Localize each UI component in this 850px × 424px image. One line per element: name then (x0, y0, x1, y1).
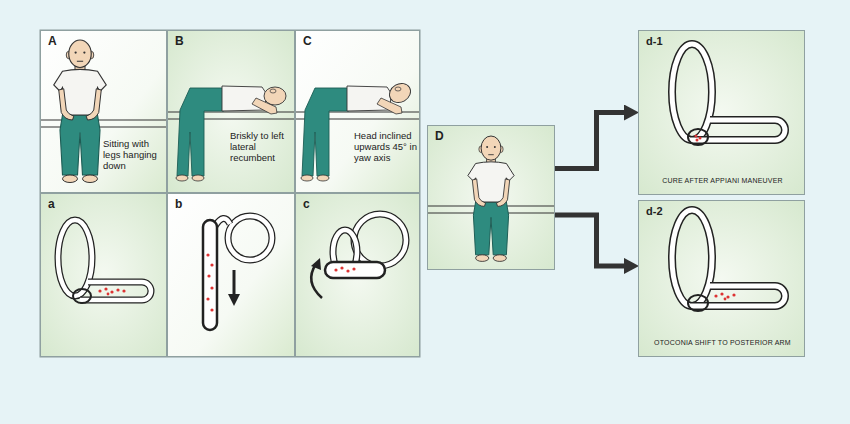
direction-arrow (233, 270, 236, 296)
panel-fill (167, 193, 295, 357)
panel-caption: Briskly to left lateral recumbent (230, 131, 292, 164)
panel-letter: C (303, 35, 312, 49)
otoconia (695, 135, 698, 138)
canal-outline (354, 214, 406, 266)
panel-fill (167, 30, 295, 193)
otoconia (207, 274, 210, 277)
canal-outline (228, 216, 272, 260)
panel-box: C Head inclined upwards 45° in yaw axis (295, 30, 420, 193)
flow-arrow (555, 113, 628, 169)
sitting-person (54, 40, 107, 183)
panel-box: d-1CURE AFTER APPIANI MANEUVER (638, 30, 805, 195)
otoconia (122, 289, 125, 292)
panel-box: A Sitting with legs hanging down (40, 30, 167, 193)
otoconia (696, 139, 699, 142)
otoconia (732, 293, 735, 296)
otoconia (726, 295, 729, 298)
panel-letter: d-2 (646, 205, 663, 218)
otoconia (346, 269, 349, 272)
otoconia (724, 298, 727, 301)
canal-arm (203, 220, 217, 330)
ampulla (688, 129, 708, 145)
canal-outline (672, 210, 712, 306)
panel-fill (295, 193, 420, 357)
bench (40, 120, 167, 127)
panel-fill (295, 30, 420, 193)
panel-letter: D (435, 130, 444, 144)
panel-letter: A (48, 35, 57, 49)
canal-outline (58, 220, 92, 296)
panel-box: c (295, 193, 420, 357)
canal-lumen (58, 220, 92, 296)
canal-lumen (354, 214, 406, 266)
otoconia (210, 308, 213, 311)
panel-fill (638, 30, 805, 195)
otoconia (720, 292, 723, 295)
ampulla (73, 289, 91, 303)
otoconia (104, 287, 107, 290)
otoconia (699, 137, 702, 140)
arrowhead (311, 258, 321, 270)
panel-box: d-2OTOCONIA SHIFT TO POSTERIOR ARM (638, 200, 805, 357)
otoconia (340, 266, 343, 269)
ear (270, 89, 276, 93)
otoconia (110, 290, 113, 293)
canal-arm (325, 262, 385, 278)
otoconia (98, 287, 125, 295)
panel-box: B Briskly to left lateral recumbent (167, 30, 295, 193)
flow-arrow (555, 215, 628, 266)
otoconia (210, 263, 213, 266)
otoconia (334, 266, 355, 272)
otoconia (116, 288, 119, 291)
otoconia (107, 293, 110, 296)
panel-letter: c (303, 198, 310, 212)
otoconia (352, 267, 355, 270)
panel-frame (40, 30, 420, 357)
panel-box: b (167, 193, 295, 357)
panel-caption: Head inclined upwards 45° in yaw axis (354, 131, 418, 164)
panel-box: D (427, 125, 555, 270)
otoconia (334, 268, 337, 271)
panel-caption: OTOCONIA SHIFT TO POSTERIOR ARM (643, 339, 802, 347)
otoconia (206, 297, 209, 300)
panel-fill (427, 125, 555, 270)
head (386, 80, 414, 107)
panel-letter: B (175, 35, 184, 49)
otoconia (714, 292, 735, 300)
panel-caption: CURE AFTER APPIANI MANEUVER (643, 177, 802, 185)
otoconia (98, 289, 101, 292)
otoconia (714, 294, 717, 297)
panel-caption: Sitting with legs hanging down (103, 139, 165, 172)
panel-fill (40, 30, 167, 193)
panel-letter: a (48, 198, 55, 212)
otoconia (210, 286, 213, 289)
canal-lumen (672, 44, 712, 140)
otoconia (206, 253, 209, 256)
arrowhead (228, 294, 240, 306)
canal-outline (672, 44, 712, 140)
canal-lumen (672, 210, 712, 306)
panel-fill (40, 193, 167, 357)
otoconia (695, 135, 702, 142)
sitting-person (468, 136, 514, 261)
ear (395, 87, 401, 91)
canal-lumen (228, 216, 272, 260)
otoconia (206, 253, 213, 311)
panel-letter: d-1 (646, 35, 663, 48)
panel-box: a (40, 193, 167, 357)
panel-fill (638, 200, 805, 357)
head (264, 87, 286, 105)
ampulla (688, 295, 708, 311)
panel-letter: b (175, 198, 182, 212)
